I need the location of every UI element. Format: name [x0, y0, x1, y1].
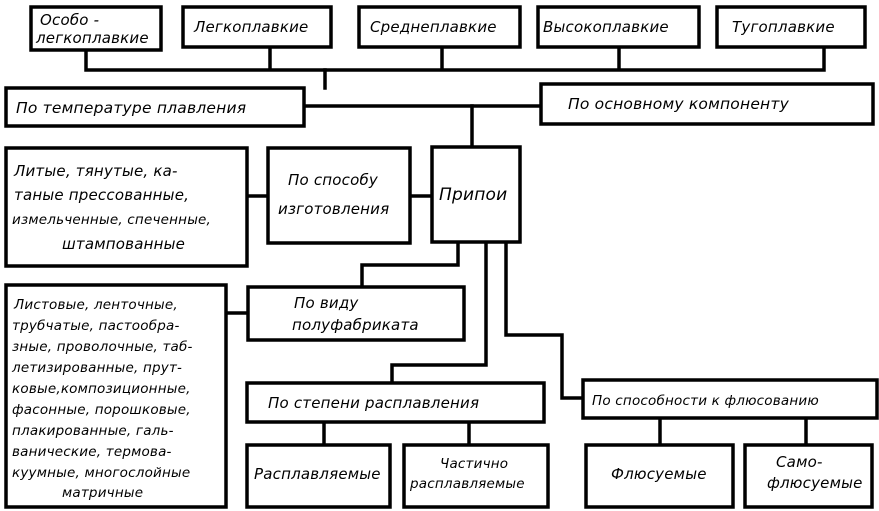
partially-melting-box: [402, 443, 550, 509]
fully-melting-box: [245, 443, 392, 509]
melting-temperature-label: По температуре плавления: [16, 99, 246, 117]
semi-product-details-line4: летизированные, прут-: [11, 360, 182, 376]
category-refractory-label: Тугоплавкие: [732, 18, 835, 36]
semi-product-line1: По виду: [294, 294, 359, 312]
root-solders-box: [430, 145, 522, 244]
self-fluxing-line2: флюсуемые: [767, 474, 863, 492]
manufacturing-details-line2: таные прессованные,: [14, 186, 189, 204]
connector-flux-children: [658, 416, 808, 447]
manufacturing-method-line1: По способу: [288, 171, 379, 189]
connector-root-semi: [360, 240, 460, 289]
melting-degree-box: [245, 381, 546, 424]
category-medium-melting-label: Среднеплавкие: [370, 18, 497, 36]
fluxing-label: По способности к флюсованию: [592, 393, 819, 409]
category-medium-melting-box: [357, 5, 522, 49]
self-fluxing-line1: Само-: [776, 453, 823, 471]
category-low-melting-label: Легкоплавкие: [193, 18, 309, 36]
category-extra-low-melting-line1: Особо -: [40, 11, 99, 29]
semi-product-details-line2: трубчатые, пастообра-: [12, 318, 180, 334]
root-solders-label: Припои: [439, 185, 507, 205]
base-component-label: По основному компоненту: [568, 95, 790, 113]
partially-melting-line2: расплавляемые: [409, 476, 525, 492]
semi-product-line2: полуфабриката: [292, 316, 419, 334]
category-high-melting-box: [536, 5, 701, 49]
manufacturing-method-line2: изготовления: [278, 200, 389, 218]
category-refractory-box: [715, 5, 867, 49]
semi-product-details-line6: фасонные, порошковые,: [12, 402, 191, 418]
connector-melting-bus: [84, 45, 826, 72]
self-fluxing-box: [743, 443, 874, 509]
base-component-box: [539, 82, 875, 126]
fluxing-box: [581, 378, 879, 420]
semi-product-details-box: [4, 283, 228, 509]
connector-root-flux: [504, 240, 585, 400]
fully-melting-label: Расплавляемые: [254, 465, 381, 483]
semi-product-details-line10: матричные: [62, 485, 143, 501]
connector-root-degree: [390, 240, 488, 385]
partially-melting-line1: Частично: [440, 456, 508, 472]
semi-product-details-line8: ванические, термова-: [12, 444, 172, 460]
melting-degree-label: По степени расплавления: [268, 394, 479, 412]
melting-category-boxes: [29, 5, 867, 52]
manufacturing-details-line1: Литые, тянутые, ка-: [13, 162, 178, 180]
connector-degree-children: [322, 420, 471, 447]
semi-product-details-line1: Листовые, ленточные,: [13, 297, 178, 313]
semi-product-details-line5: ковые,композиционные,: [12, 381, 191, 397]
semi-product-details-line7: плакированные, галь-: [12, 423, 174, 439]
category-low-melting-box: [181, 5, 333, 49]
category-high-melting-label: Высокоплавкие: [543, 18, 669, 36]
melting-temperature-box: [4, 86, 306, 128]
semi-product-details-line3: зные, проволочные, таб-: [12, 339, 193, 355]
connectors: [84, 45, 826, 447]
manufacturing-details-line3: измельченные, спеченные,: [12, 212, 211, 228]
semi-product-details-line9: куумные, многослойные: [12, 465, 190, 481]
manufacturing-method-box: [266, 146, 412, 245]
fluxable-box: [584, 443, 735, 509]
fluxable-label: Флюсуемые: [611, 465, 707, 483]
manufacturing-details-line4: штампованные: [62, 235, 185, 253]
category-extra-low-melting-line2: легкоплавкие: [35, 29, 149, 47]
semi-product-box: [246, 285, 466, 342]
manufacturing-details-box: [4, 146, 249, 268]
category-extra-low-melting-box: [29, 5, 163, 52]
